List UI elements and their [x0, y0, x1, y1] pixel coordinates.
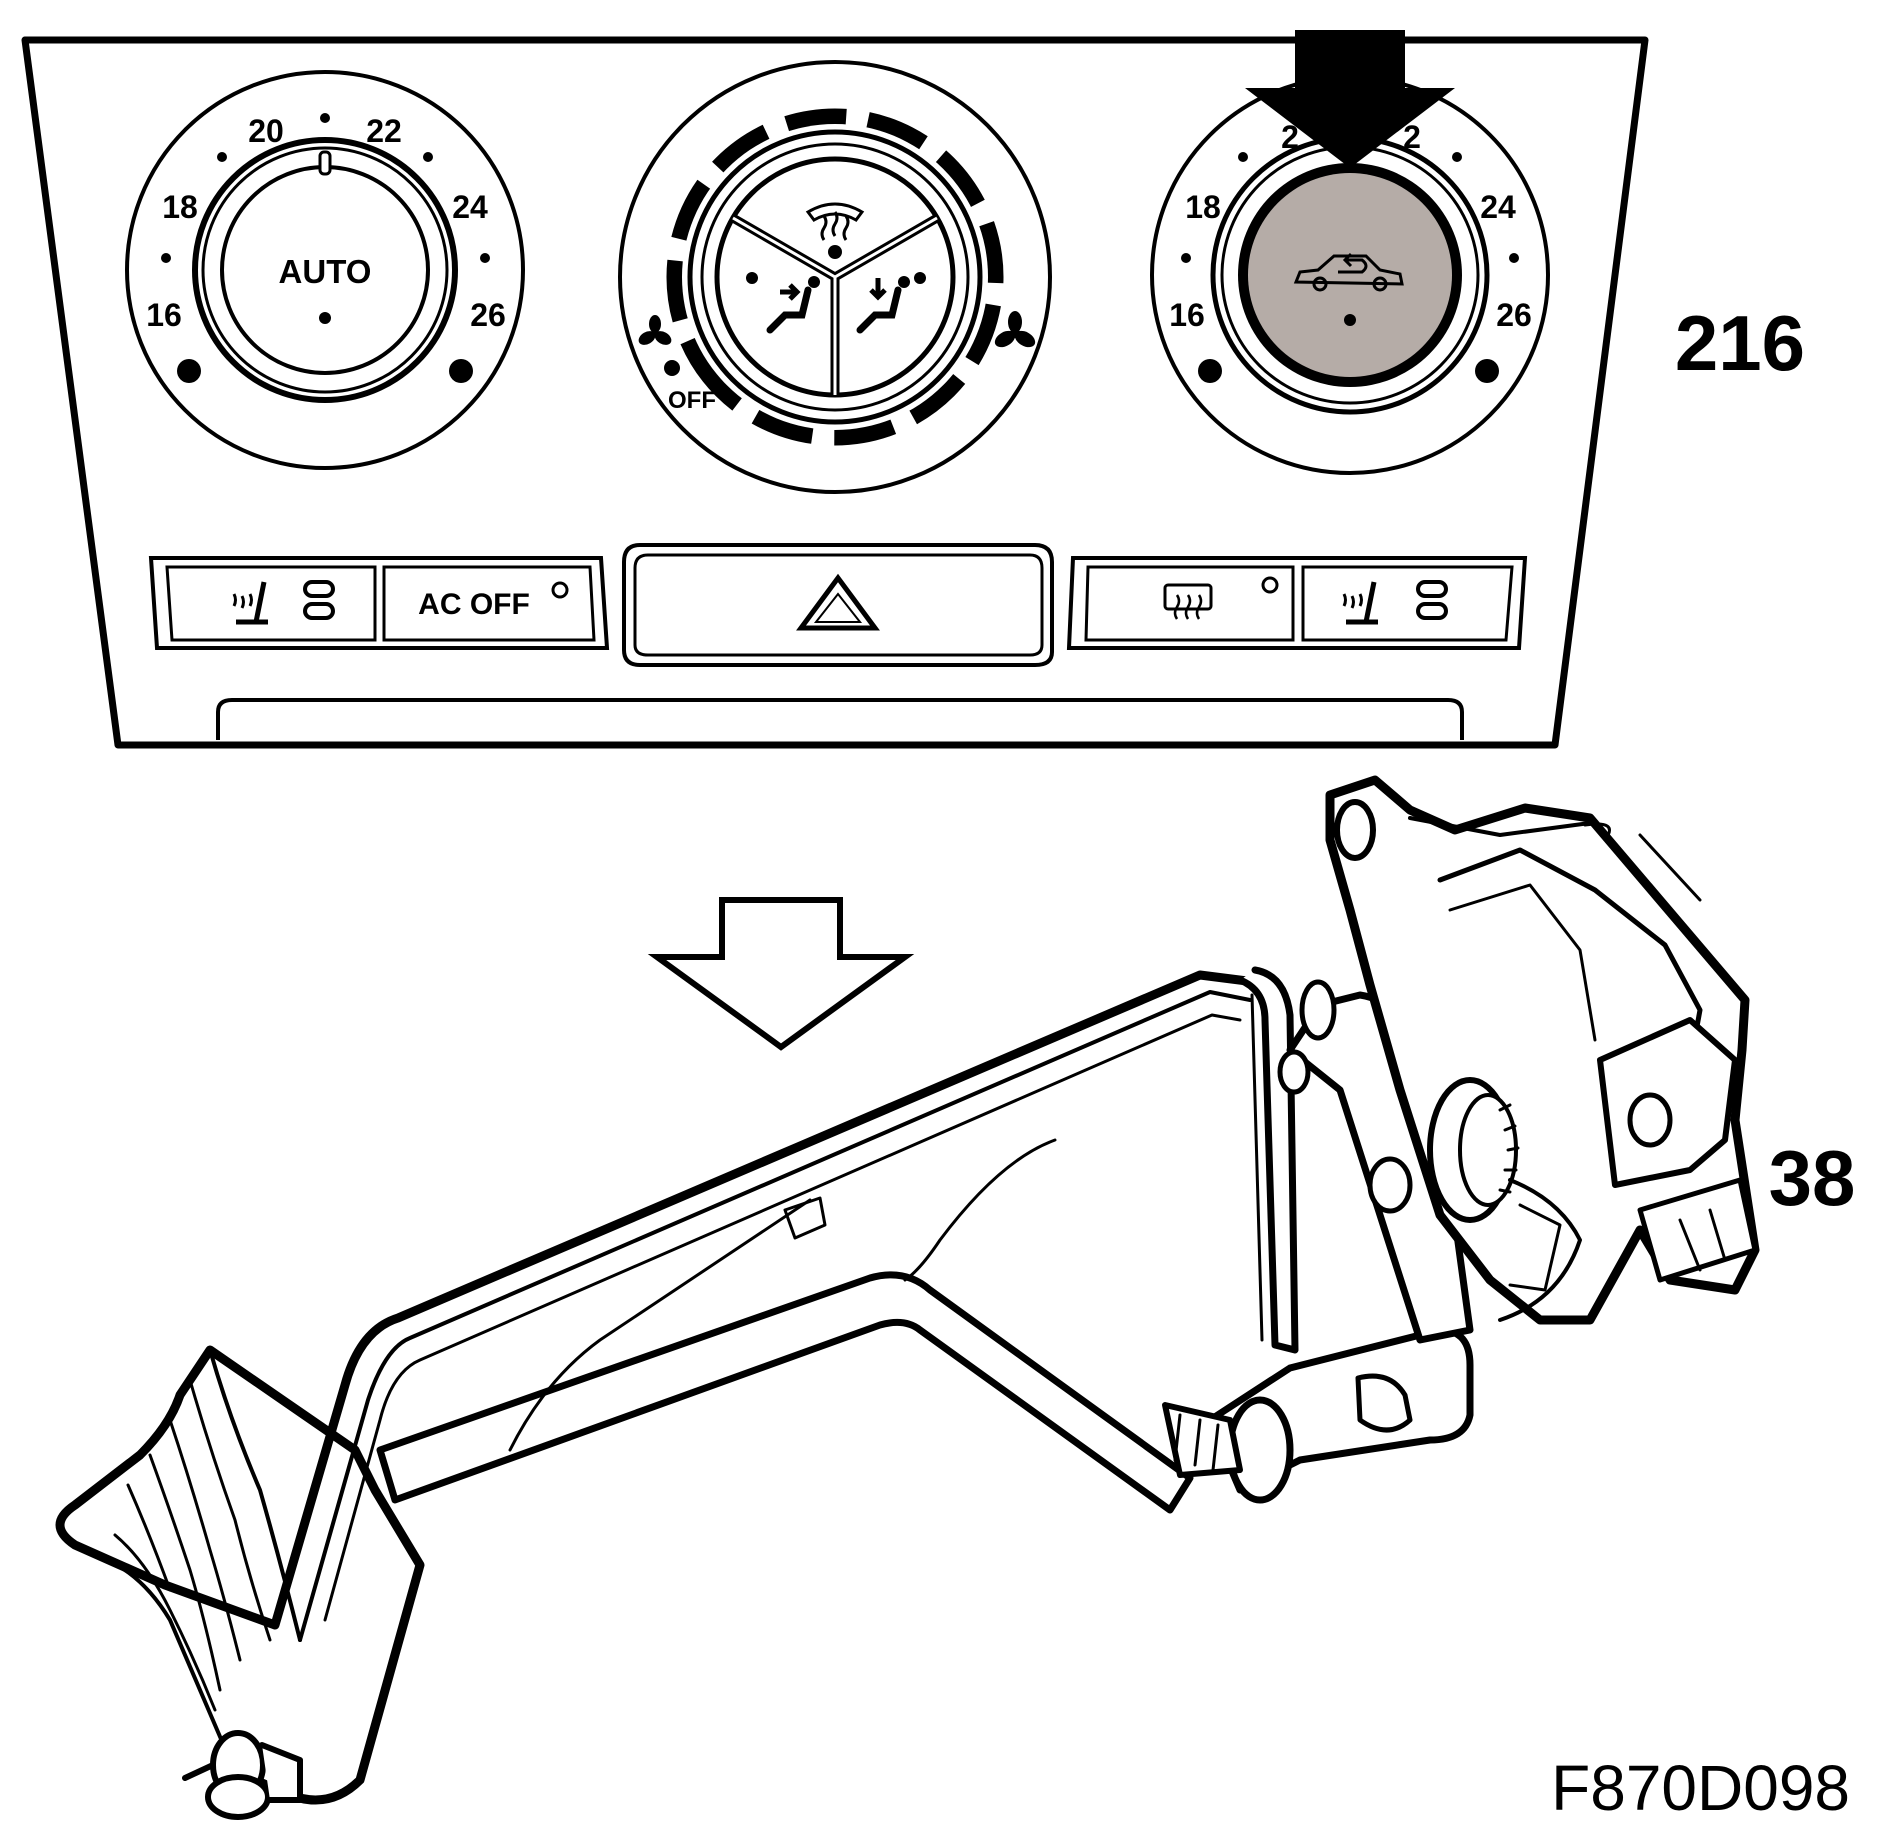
temp-26-right: 26 — [1496, 297, 1532, 333]
temp-26: 26 — [470, 297, 506, 333]
temp-18-right: 18 — [1185, 189, 1221, 225]
panel-callout: 216 — [1675, 299, 1805, 387]
hazard-button[interactable] — [622, 543, 1054, 667]
temp-partial-a: 2 — [1281, 119, 1299, 155]
temp-partial-b: 2 — [1403, 119, 1421, 155]
climate-control-panel: AUTO 20 22 18 24 16 26 — [21, 30, 1805, 749]
rear-defrost-icon[interactable] — [1163, 583, 1213, 620]
recirculation-button[interactable] — [1248, 173, 1452, 377]
auto-label: AUTO — [279, 253, 372, 290]
press-arrow-icon — [1245, 30, 1455, 168]
seat-heat-left-icon[interactable] — [232, 581, 268, 625]
sequence-arrow-icon — [647, 897, 915, 1051]
ac-off-button[interactable]: AC OFF — [418, 588, 530, 621]
left-temperature-dial[interactable]: AUTO 20 22 18 24 16 26 — [125, 70, 525, 470]
figure-code: F870D098 — [1551, 1752, 1850, 1824]
temp-20: 20 — [248, 113, 284, 149]
temp-18: 18 — [162, 189, 198, 225]
temp-16-right: 16 — [1169, 297, 1205, 333]
temp-24: 24 — [452, 189, 488, 225]
temp-24-right: 24 — [1480, 189, 1516, 225]
airflow-mode-dial[interactable]: OFF — [609, 51, 1062, 504]
foot-vent-icon — [856, 276, 910, 334]
fan-off-label: OFF — [668, 387, 716, 414]
recirculation-icon — [1293, 252, 1404, 292]
defrost-icon — [805, 202, 865, 241]
fan-low-icon — [638, 315, 672, 345]
left-button-group: AC OFF — [148, 556, 610, 650]
hazard-icon — [796, 573, 880, 631]
temp-16: 16 — [146, 297, 182, 333]
right-button-group — [1066, 556, 1528, 650]
recirculation-damper-actuator: 38 — [55, 775, 1856, 1820]
panel-bottom-slot — [216, 698, 1464, 740]
actuator-callout: 38 — [1769, 1134, 1856, 1222]
seat-heat-right-icon[interactable] — [1342, 581, 1378, 625]
face-vent-icon — [766, 276, 820, 334]
fan-high-icon — [994, 311, 1036, 348]
temp-22: 22 — [366, 113, 402, 149]
